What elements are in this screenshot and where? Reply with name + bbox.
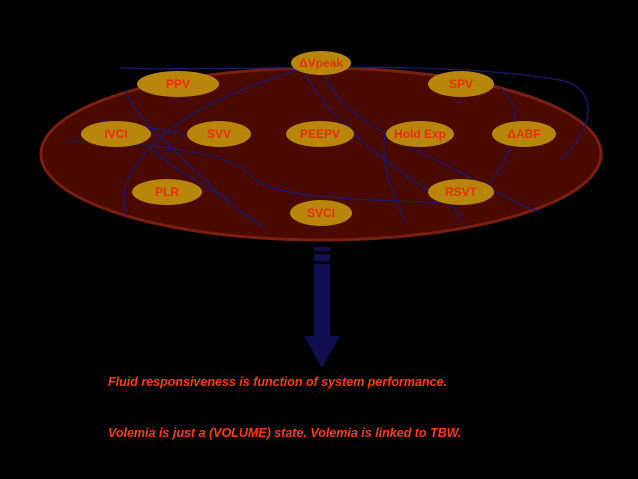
down-arrow-icon [304, 247, 340, 368]
node-ppv: PPV [137, 71, 219, 97]
caption-volemia: Volemia is just a (VOLUME) state. Volemi… [108, 426, 462, 440]
node-plr: PLR [132, 179, 202, 205]
node-label: PEEPV [300, 127, 340, 141]
node-label: SVV [207, 127, 231, 141]
node-label: PPV [166, 77, 190, 91]
node-rsvt: RSVT [428, 179, 494, 205]
node-ivci: IVCI [81, 121, 151, 147]
node-delta-abf: ΔABF [492, 121, 556, 147]
node-label: Hold Exp [394, 127, 446, 141]
node-label: ΔVpeak [299, 56, 343, 70]
node-spv: SPV [428, 71, 494, 97]
node-label: RSVT [445, 185, 478, 199]
node-label: ΔABF [507, 127, 540, 141]
node-label: PLR [155, 185, 179, 199]
node-svci: SVCI [290, 200, 352, 226]
node-svv: SVV [187, 121, 251, 147]
node-label: SPV [449, 77, 473, 91]
node-peepv: PEEPV [286, 121, 354, 147]
node-hold-exp: Hold Exp [386, 121, 454, 147]
node-label: IVCI [104, 127, 127, 141]
node-delta-vpeak: ΔVpeak [291, 51, 351, 75]
node-label: SVCI [307, 206, 335, 220]
caption-fluid-responsiveness: Fluid responsiveness is function of syst… [108, 375, 447, 389]
